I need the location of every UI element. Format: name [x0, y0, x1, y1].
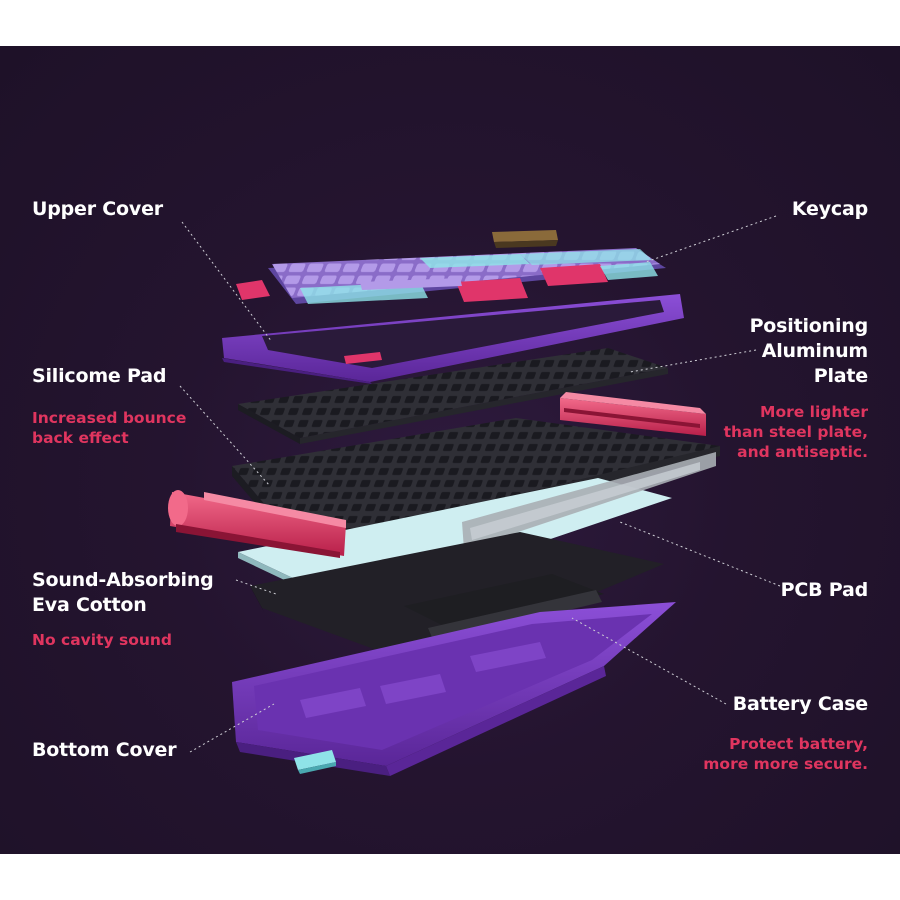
eva-cotton-label: Sound-Absorbing Eva Cotton	[32, 568, 214, 618]
silicone-pad-desc-line: Increased bounce	[32, 408, 186, 428]
battery-case-desc: Protect battery, more more secure.	[703, 734, 868, 774]
keycap-leader	[646, 216, 776, 262]
positioning-plate-desc-line: than steel plate,	[724, 422, 868, 442]
positioning-plate-label-line: Aluminum	[750, 339, 868, 364]
exploded-view-diagram: Upper Cover Keycap Silicome Pad Increase…	[0, 46, 900, 854]
eva-cotton-label-line: Sound-Absorbing	[32, 568, 214, 593]
positioning-plate-desc-line: and antiseptic.	[724, 442, 868, 462]
bottom-cover-label: Bottom Cover	[32, 738, 176, 763]
keycap-set	[236, 248, 666, 304]
battery-case-desc-line: more more secure.	[703, 754, 868, 774]
silicone-pad-desc: Increased bounce back effect	[32, 408, 186, 448]
upper-cover-label: Upper Cover	[32, 197, 163, 222]
positioning-plate-label-line: Positioning	[750, 314, 868, 339]
silicone-pad-label: Silicome Pad	[32, 364, 166, 389]
eva-cotton-label-line: Eva Cotton	[32, 593, 214, 618]
positioning-plate-desc: More lighter than steel plate, and antis…	[724, 402, 868, 462]
battery-case-desc-line: Protect battery,	[703, 734, 868, 754]
pcb-pad-leader	[620, 522, 780, 586]
positioning-plate-desc-line: More lighter	[724, 402, 868, 422]
pcb-pad-label: PCB Pad	[781, 578, 868, 603]
silicone-pad-desc-line: back effect	[32, 428, 186, 448]
keycap-label: Keycap	[792, 197, 868, 222]
positioning-plate-label-line: Plate	[750, 364, 868, 389]
positioning-plate-label: Positioning Aluminum Plate	[750, 314, 868, 389]
eva-cotton-desc: No cavity sound	[32, 630, 172, 650]
loose-keycap	[492, 230, 558, 248]
battery-case-label: Battery Case	[733, 692, 868, 717]
